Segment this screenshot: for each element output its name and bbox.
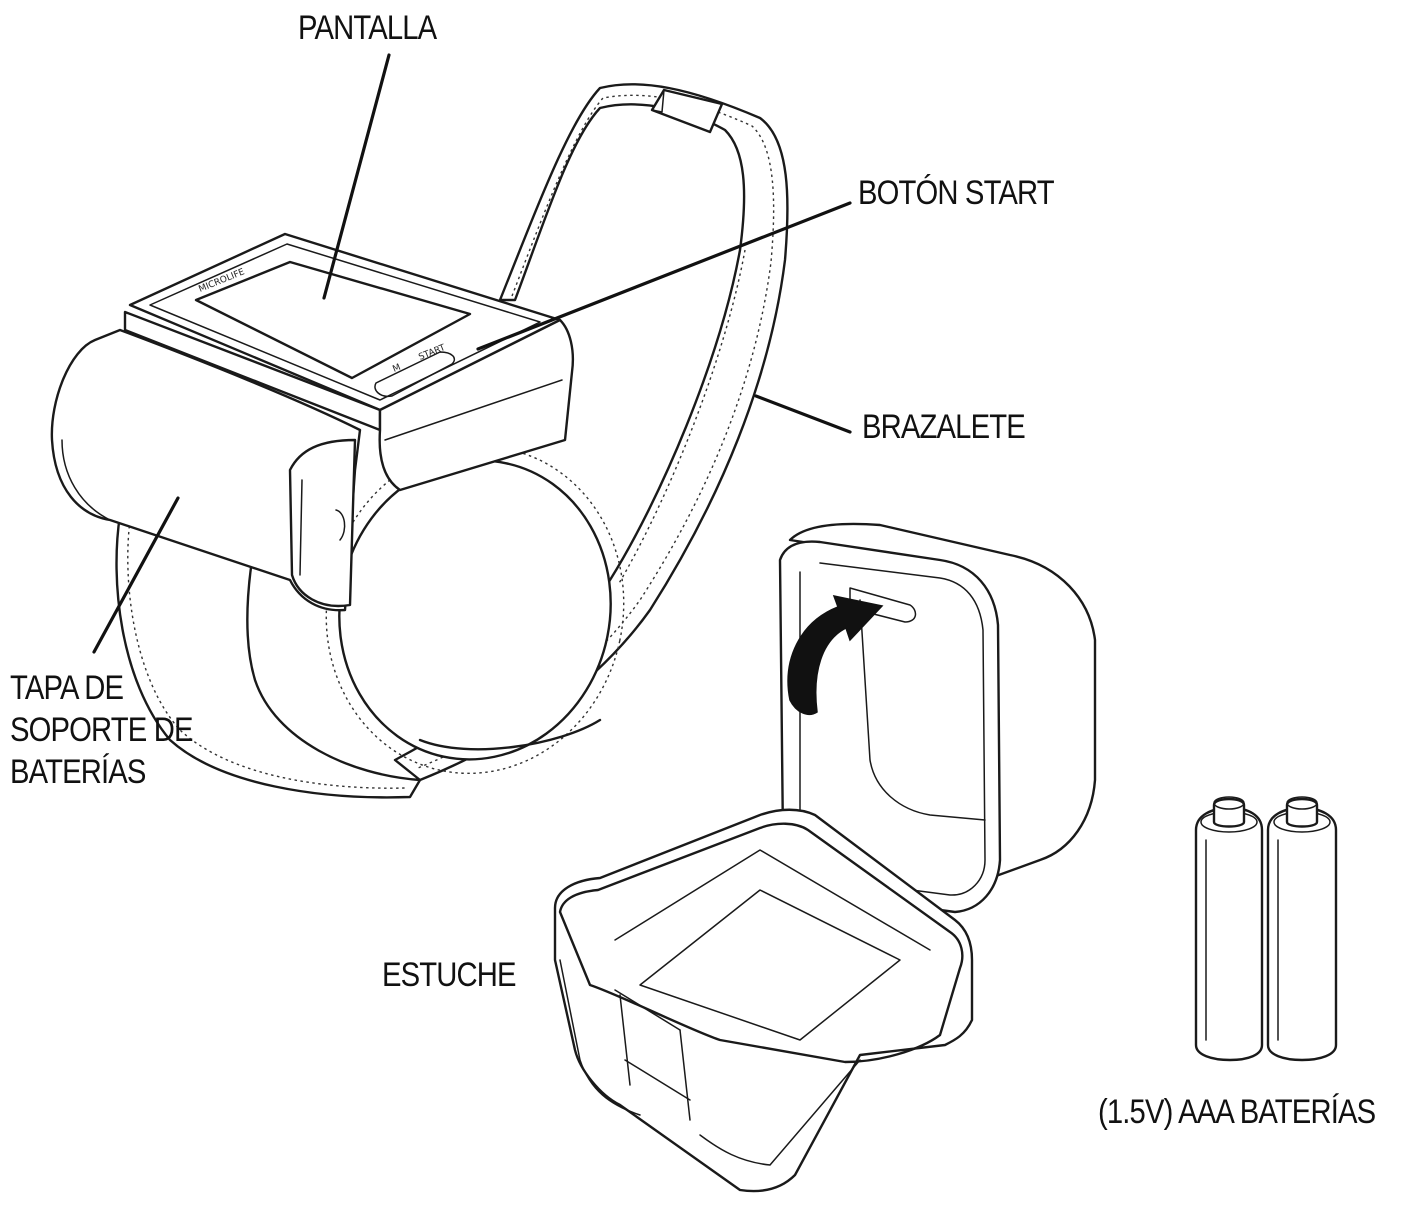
leader-battery-cover — [92, 496, 180, 654]
label-cuff: BRAZALETE — [862, 408, 1026, 446]
case-lid — [778, 522, 1097, 914]
monitor-body: MICROLIFE M START — [123, 232, 574, 492]
label-battery-cover-line1: TAPA DE — [10, 669, 124, 707]
open-arrow-icon — [787, 594, 884, 716]
leader-start-button — [476, 201, 852, 351]
label-batteries: (1.5V) AAA BATERÍAS — [1098, 1093, 1376, 1131]
case-base — [553, 808, 974, 1193]
aaa-batteries — [1194, 796, 1338, 1062]
label-battery-cover-line3: BATERÍAS — [10, 753, 146, 791]
label-start-button: BOTÓN START — [858, 174, 1055, 212]
leader-cuff — [754, 394, 852, 434]
label-case: ESTUCHE — [382, 956, 517, 994]
cuff-body — [115, 445, 625, 799]
label-display: PANTALLA — [298, 9, 437, 47]
button-text-top: M — [391, 363, 402, 375]
leader-display — [322, 53, 391, 300]
battery-cover — [50, 328, 362, 612]
label-battery-cover-line2: SOPORTE DE — [10, 711, 193, 749]
